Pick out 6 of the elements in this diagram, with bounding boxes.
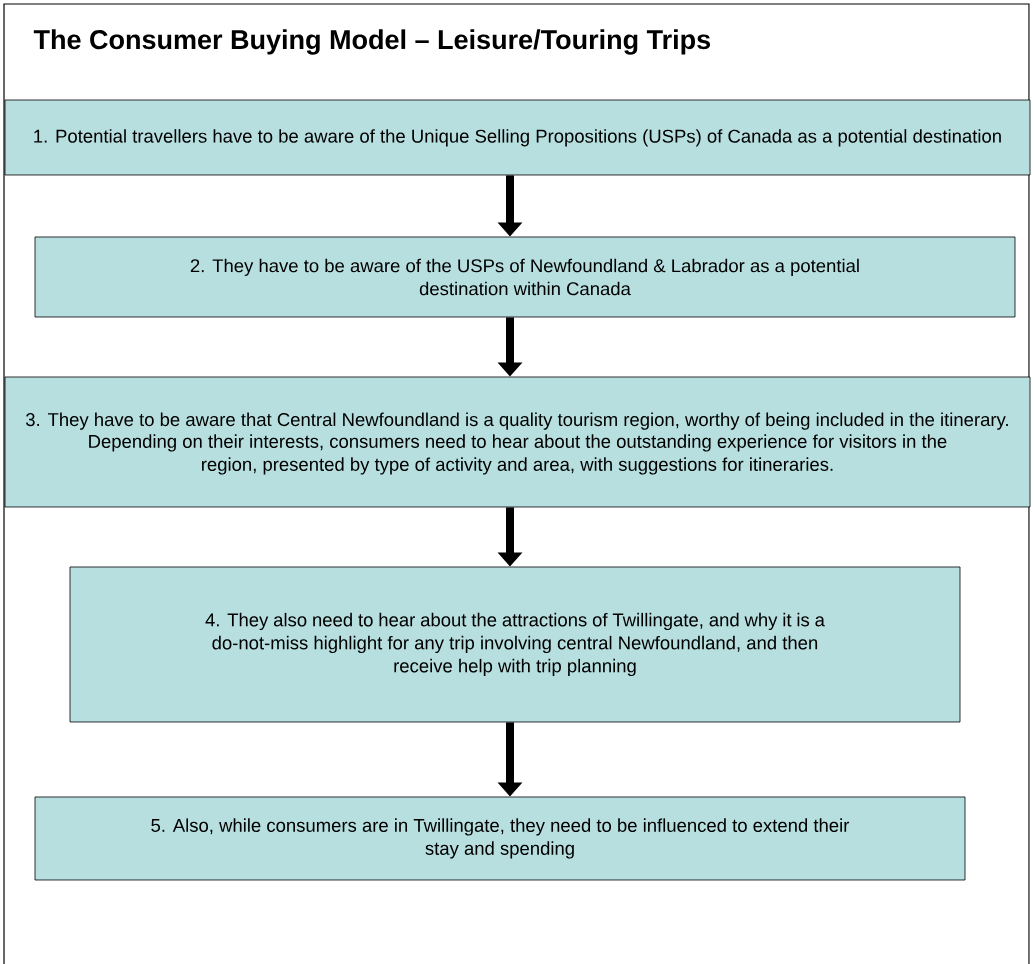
step-box: 1. Potential travellers have to be aware of the Unique Selling Propositions (USPs) of Canada as a potential destination xyxy=(4,99,1031,176)
title: The Consumer Buying Model – Leisure/Touring Trips xyxy=(33,29,711,55)
step-box: 2. They have to be aware of the USPs of Newfoundland & Labrador as a potential destination within Canada xyxy=(34,236,1016,318)
step-box: 5. Also, while consumers are in Twillingate, they need to be influenced to extend their stay and spending xyxy=(34,796,966,881)
step-box: 4. They also need to hear about the attractions of Twillingate, and why it is a do-not-miss highlight for any trip involving central Newfoundland, and then receive help with trip planning xyxy=(69,566,961,723)
step-box: 3. They have to be aware that Central Newfoundland is a quality tourism region, worthy of being included in the itinerary. Depending on their interests, consumers need to hear about the outstanding experience for visitors in the region, presented by type of activity and area, with suggestions for itineraries. xyxy=(4,376,1031,508)
